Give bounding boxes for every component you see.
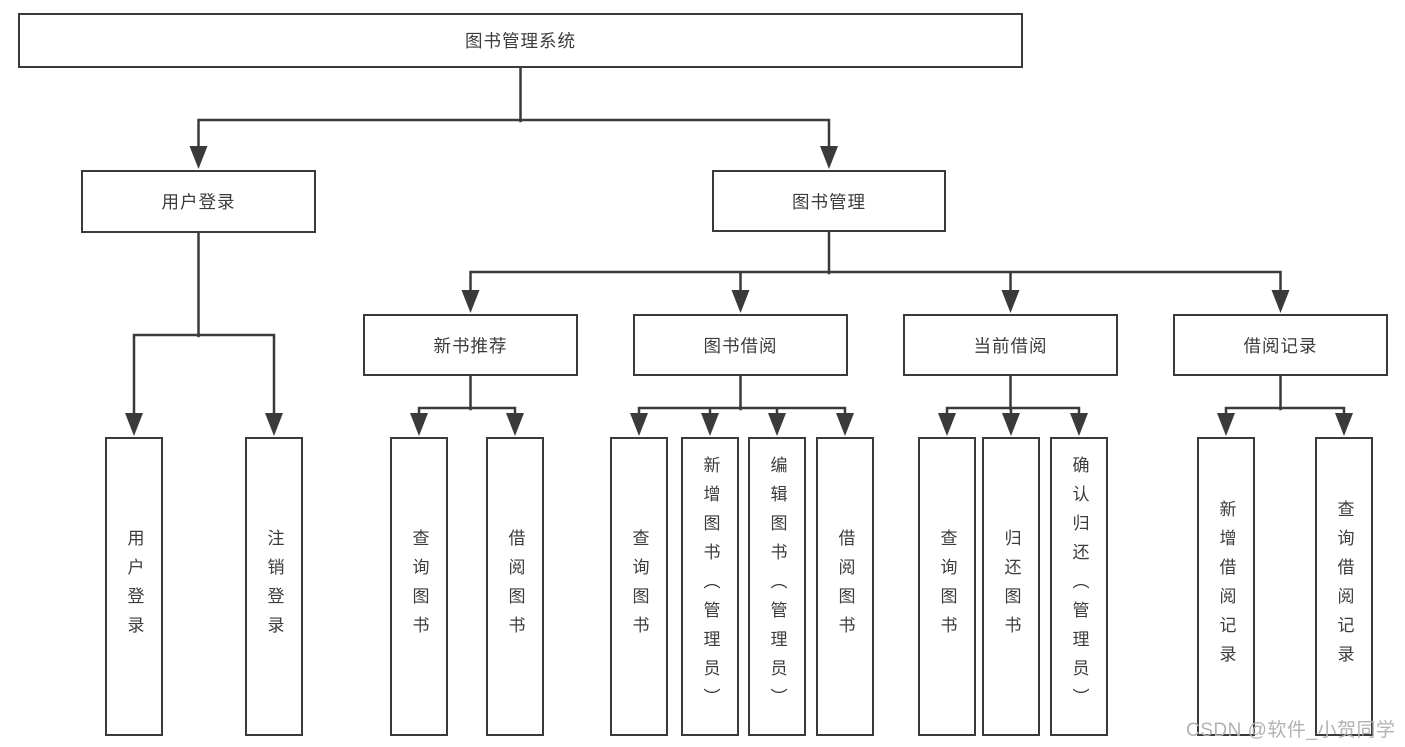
leaf-logout: 注销登录: [245, 437, 303, 736]
arrowhead-icon: [768, 413, 786, 436]
node-label: 查询图书: [937, 528, 957, 645]
leaf-newrec-query-books: 查询图书: [390, 437, 448, 736]
leaf-borrow-add-books-admin: 新增图书（管理员）: [681, 437, 739, 736]
arrowhead-icon: [1335, 413, 1353, 436]
leaf-records-add-record: 新增借阅记录: [1197, 437, 1255, 736]
node-label: 新书推荐: [433, 335, 508, 356]
node-current-borrowing: 当前借阅: [903, 314, 1118, 376]
node-user-login: 用户登录: [81, 170, 316, 233]
node-library-management-system: 图书管理系统: [18, 13, 1023, 68]
node-label: 借阅图书: [835, 528, 855, 645]
node-label: 图书借阅: [703, 335, 778, 356]
node-label: 用户登录: [124, 528, 144, 645]
arrowhead-icon: [1001, 290, 1020, 313]
node-book-borrowing: 图书借阅: [633, 314, 848, 376]
leaf-newrec-borrow-books: 借阅图书: [486, 437, 544, 736]
arrowhead-icon: [1217, 413, 1235, 436]
node-label: 借阅记录: [1243, 335, 1318, 356]
leaf-current-query-books: 查询图书: [918, 437, 976, 736]
leaf-current-confirm-return-admin: 确认归还（管理员）: [1050, 437, 1108, 736]
arrowhead-icon: [506, 413, 524, 436]
arrowhead-icon: [265, 413, 283, 436]
node-label: 查询借阅记录: [1334, 499, 1354, 674]
arrowhead-icon: [125, 413, 143, 436]
node-label: 图书管理: [792, 191, 866, 212]
arrowhead-icon: [836, 413, 854, 436]
node-borrowing-records: 借阅记录: [1173, 314, 1388, 376]
arrowhead-icon: [1271, 290, 1290, 313]
leaf-records-query-record: 查询借阅记录: [1315, 437, 1373, 736]
arrowhead-icon: [630, 413, 648, 436]
arrowhead-icon: [701, 413, 719, 436]
leaf-borrow-edit-books-admin: 编辑图书（管理员）: [748, 437, 806, 736]
node-label: 查询图书: [409, 528, 429, 645]
node-label: 借阅图书: [505, 528, 525, 645]
arrowhead-icon: [1070, 413, 1088, 436]
node-label: 新增图书（管理员）: [700, 456, 720, 717]
arrowhead-icon: [731, 290, 750, 313]
node-label: 当前借阅: [973, 335, 1048, 356]
leaf-borrow-query-books: 查询图书: [610, 437, 668, 736]
arrowhead-icon: [410, 413, 428, 436]
node-label: 归还图书: [1001, 528, 1021, 645]
node-label: 查询图书: [629, 528, 649, 645]
node-new-book-recommendation: 新书推荐: [363, 314, 578, 376]
leaf-current-return-books: 归还图书: [982, 437, 1040, 736]
arrowhead-icon: [820, 146, 838, 169]
node-label: 用户登录: [161, 192, 236, 212]
node-label: 图书管理系统: [465, 31, 576, 51]
arrowhead-icon: [938, 413, 956, 436]
node-label: 新增借阅记录: [1216, 499, 1236, 674]
node-label: 编辑图书（管理员）: [767, 456, 787, 717]
arrowhead-icon: [461, 290, 480, 313]
watermark-csdn: CSDN @软件_小贺同学: [1186, 720, 1396, 741]
leaf-borrow-borrow-books: 借阅图书: [816, 437, 874, 736]
arrowhead-icon: [1002, 413, 1020, 436]
leaf-user-login: 用户登录: [105, 437, 163, 736]
node-book-management: 图书管理: [712, 170, 946, 232]
node-label: 注销登录: [264, 528, 284, 645]
arrowhead-icon: [189, 146, 208, 169]
node-label: 确认归还（管理员）: [1069, 456, 1089, 717]
